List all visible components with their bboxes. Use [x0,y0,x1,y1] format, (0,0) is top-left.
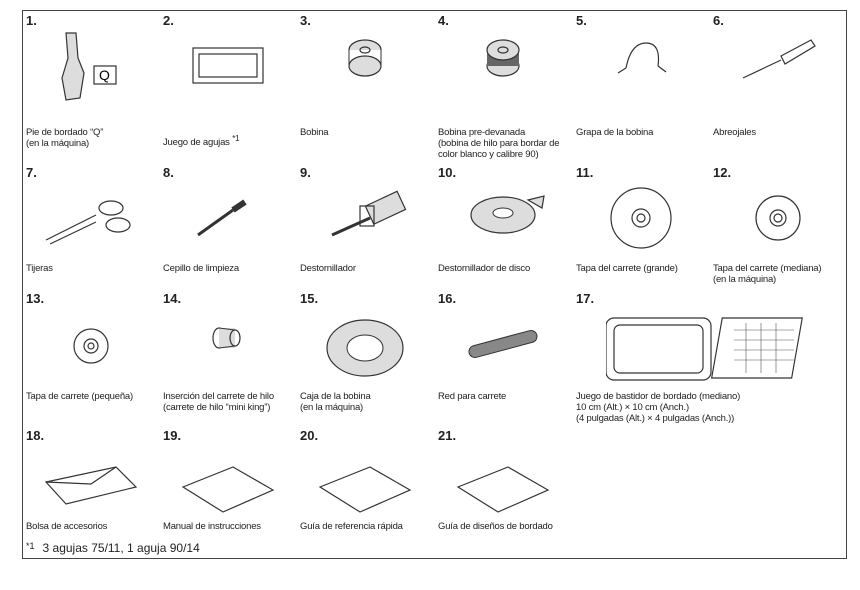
item-number: 15. [300,291,319,306]
item-label: Manual de instrucciones [163,521,261,532]
item-label: Caja de la bobina (en la máquina) [300,391,371,413]
item-label-text: Tapa del carrete (grande) [576,263,678,274]
item-label-text: Grapa de la bobina [576,127,654,138]
spool-cap-medium-icon [755,195,801,241]
item-number: 18. [26,428,45,443]
item-label: Abreojales [713,127,756,138]
spool-net-icon [468,329,538,359]
item-label-text: Guía de diseños de bordado [438,521,553,532]
item-number: 13. [26,291,45,306]
item-label-text: Manual de instrucciones [163,521,261,532]
item-label: Inserción del carrete de hilo (carrete d… [163,391,274,413]
item-number: 4. [438,13,449,28]
item-number: 1. [26,13,37,28]
accessories-frame [22,10,847,559]
embroidery-frame-icon [606,317,803,381]
item-number: 20. [300,428,319,443]
item-label: Bolsa de accesorios [26,521,107,532]
item-label-text: Destornillador de disco [438,263,531,274]
bobbin-clip-icon [617,42,667,74]
item-number: 10. [438,165,457,180]
item-number: 19. [163,428,182,443]
item-label-text: Bolsa de accesorios [26,521,108,532]
item-number: 3. [300,13,311,28]
item-number: 11. [576,165,594,180]
item-label-text: Tapa del carrete (mediana) (en la máquin… [713,263,822,285]
item-label-text: Juego de bastidor de bordado (mediano) 1… [576,391,741,424]
item-label: Tijeras [26,263,53,274]
manual-icon [181,466,275,513]
item-label: Juego de bastidor de bordado (mediano) 1… [576,391,740,424]
item-label-text: Juego de agujas [163,137,230,149]
item-label-text: Tapa de carrete (pequeña) [26,391,133,402]
prewound-bobbin-icon [486,39,520,77]
design-guide-icon [456,466,550,513]
item-label: Juego de agujas *1 [163,133,240,149]
item-label-text: Cepillo de limpieza [163,263,239,274]
item-label: Cepillo de limpieza [163,263,239,274]
footnote-text: 3 agujas 75/11, 1 aguja 90/14 [42,541,200,555]
footnote-ref: *1 [232,134,240,143]
item-number: 8. [163,165,174,180]
cleaning-brush-icon [197,199,247,237]
item-number: 2. [163,13,174,28]
bobbin-case-icon [326,319,404,377]
item-label-text: Red para carrete [438,391,507,402]
presser-foot-icon: Q [61,32,117,101]
svg-text:Q: Q [99,67,110,83]
item-label: Guía de diseños de bordado [438,521,553,532]
item-label: Tapa de carrete (pequeña) [26,391,133,402]
item-label: Bobina pre-devanada (bobina de hilo para… [438,127,559,160]
item-number: 5. [576,13,587,28]
item-label-text: Bobina [300,127,329,138]
scissors-icon [45,200,131,245]
needle-pack-icon [192,47,264,84]
item-label: Tapa del carrete (grande) [576,263,678,274]
item-label: Pie de bordado “Q” (en la máquina) [26,127,103,149]
quick-guide-icon [318,466,412,513]
item-label: Tapa del carrete (mediana) (en la máquin… [713,263,822,285]
item-label-text: Bobina pre-devanada (bobina de hilo para… [438,127,560,160]
item-label-text: Pie de bordado “Q” (en la máquina) [26,127,104,149]
item-label-text: Caja de la bobina (en la máquina) [300,391,371,413]
accessory-bag-icon [44,466,138,505]
footnote: *1 3 agujas 75/11, 1 aguja 90/14 [26,541,200,555]
disc-screwdriver-icon [470,195,545,234]
item-number: 14. [163,291,182,306]
item-label: Grapa de la bobina [576,127,653,138]
item-label-text: Inserción del carrete de hilo (carrete d… [163,391,274,413]
item-label-text: Abreojales [713,127,756,138]
seam-ripper-icon [742,39,816,79]
item-number: 17. [576,291,595,306]
bobbin-icon [348,39,382,77]
item-number: 6. [713,13,724,28]
spool-cap-large-icon [610,187,672,249]
footnote-mark: *1 [26,541,35,551]
screwdriver-icon [331,190,407,237]
item-number: 16. [438,291,457,306]
item-label: Destornillador [300,263,356,274]
item-label: Destornillador de disco [438,263,530,274]
item-label-text: Tijeras [26,263,53,274]
item-label: Bobina [300,127,329,138]
item-label: Red para carrete [438,391,506,402]
item-label: Guía de referencia rápida [300,521,403,532]
item-number: 12. [713,165,732,180]
spool-cap-small-icon [73,328,109,364]
item-number: 9. [300,165,311,180]
item-label-text: Guía de referencia rápida [300,521,403,532]
item-label-text: Destornillador [300,263,356,274]
item-number: 7. [26,165,37,180]
spool-insert-icon [212,327,241,349]
item-number: 21. [438,428,457,443]
